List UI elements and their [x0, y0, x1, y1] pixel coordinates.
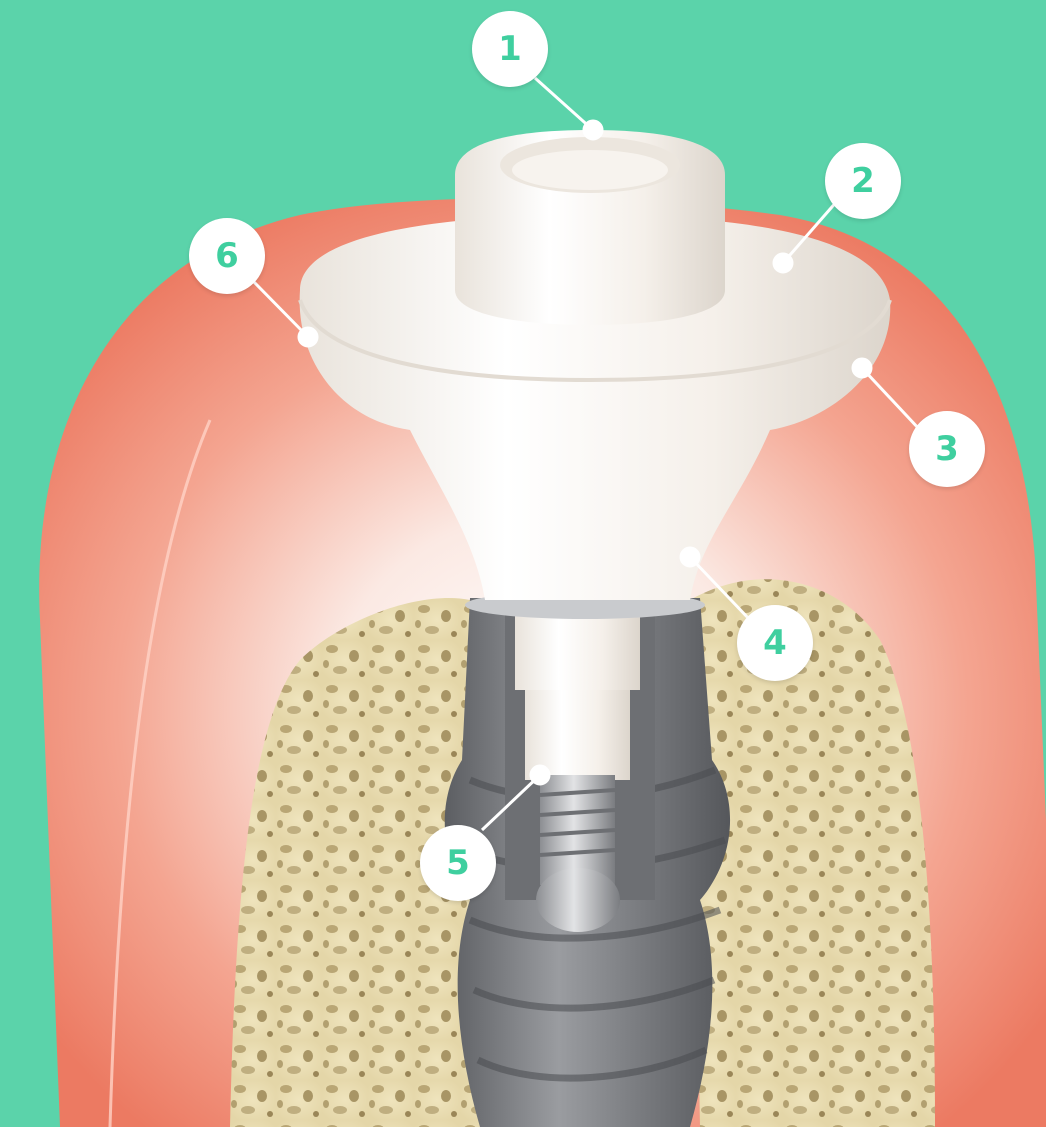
callout-1-label: 1 — [498, 29, 522, 69]
callout-4-label: 4 — [763, 623, 787, 663]
callout-5: 5 — [420, 825, 496, 901]
abutment-top-hole — [512, 150, 668, 190]
callout-6-label: 6 — [215, 236, 239, 276]
leader-dot-3 — [853, 359, 871, 377]
callout-6: 6 — [189, 218, 265, 294]
abutment-screw — [536, 775, 620, 932]
leader-dot-5 — [531, 766, 549, 784]
callout-5-label: 5 — [446, 843, 470, 883]
leader-line-1 — [535, 78, 593, 130]
leader-dot-1 — [584, 121, 602, 139]
callout-3: 3 — [909, 411, 985, 487]
callout-4: 4 — [737, 605, 813, 681]
leader-dot-4 — [681, 548, 699, 566]
callout-1: 1 — [472, 11, 548, 87]
callout-2: 2 — [825, 143, 901, 219]
leader-dot-6 — [299, 328, 317, 346]
leader-dot-2 — [774, 254, 792, 272]
callout-3-label: 3 — [935, 429, 959, 469]
callout-2-label: 2 — [851, 161, 875, 201]
